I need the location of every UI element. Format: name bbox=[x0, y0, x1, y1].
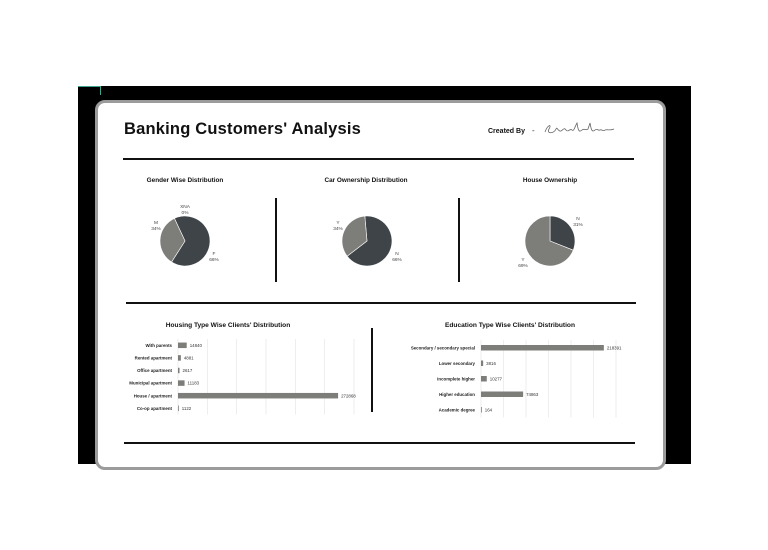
page-title: Banking Customers' Analysis bbox=[124, 120, 362, 138]
bar bbox=[481, 376, 487, 382]
pie-slice-n bbox=[549, 215, 576, 251]
pie-slice-f bbox=[171, 215, 211, 267]
created-by-separator: - bbox=[532, 126, 535, 135]
bar bbox=[481, 345, 604, 351]
category-label: Co-op apartment bbox=[137, 406, 173, 411]
pie-label-y: Y bbox=[521, 257, 525, 263]
pie-slice-y bbox=[341, 215, 368, 257]
section-divider bbox=[126, 302, 636, 304]
bar-value-label: 11183 bbox=[188, 381, 200, 386]
house-chart-title: House Ownership bbox=[522, 177, 578, 184]
pie-label-n: N bbox=[576, 216, 580, 222]
signature-image bbox=[544, 121, 615, 134]
pie-label-m: M bbox=[154, 220, 158, 226]
bar bbox=[481, 407, 482, 413]
bar-value-label: 14840 bbox=[190, 343, 203, 348]
category-label: Academic degree bbox=[439, 407, 476, 412]
gender-chart-title: Gender Wise Distribution bbox=[146, 177, 224, 184]
category-label: With parents bbox=[145, 343, 172, 348]
bar bbox=[178, 367, 180, 374]
housing-chart-title: Housing Type Wise Clients' Distribution bbox=[165, 322, 291, 329]
pie-pct-label-n: 66% bbox=[392, 257, 402, 263]
bar-value-label: 2617 bbox=[183, 368, 193, 373]
pie-separator-2 bbox=[458, 198, 460, 282]
category-label: Office apartment bbox=[137, 368, 172, 373]
pie-pct-label-m: 34% bbox=[151, 226, 161, 232]
category-label: Rented apartment bbox=[135, 356, 173, 361]
pie-label-xna: XNA bbox=[180, 204, 191, 210]
bar-separator bbox=[371, 328, 373, 412]
pie-separator-1 bbox=[275, 198, 277, 282]
bar-value-label: 218391 bbox=[607, 345, 622, 350]
category-label: House / apartment bbox=[134, 393, 173, 398]
bar bbox=[178, 380, 185, 386]
category-label: Municipal apartment bbox=[129, 381, 172, 386]
bar-value-label: 74863 bbox=[526, 392, 539, 397]
bar bbox=[178, 392, 339, 399]
car-chart-title: Car Ownership Distribution bbox=[324, 177, 408, 184]
frame-selection-corner bbox=[78, 86, 101, 95]
bar-value-label: 272868 bbox=[341, 393, 356, 398]
category-label: Incomplete higher bbox=[437, 376, 475, 381]
pie-pct-label-y: 69% bbox=[518, 263, 528, 269]
header-divider bbox=[123, 158, 634, 160]
pie-pct-label-f: 66% bbox=[209, 257, 219, 263]
bar-value-label: 3816 bbox=[486, 361, 496, 366]
category-label: Higher education bbox=[439, 392, 475, 397]
bar-value-label: 1122 bbox=[182, 406, 192, 411]
pie-label-y: Y bbox=[336, 220, 340, 226]
bar bbox=[178, 405, 179, 412]
bar bbox=[178, 355, 181, 361]
education-chart-title: Education Type Wise Clients' Distributio… bbox=[445, 322, 575, 329]
pie-pct-label-n: 31% bbox=[573, 222, 583, 228]
created-by-label: Created By bbox=[488, 128, 525, 135]
pie-label-f: F bbox=[213, 251, 216, 257]
pie-slice-y bbox=[524, 215, 574, 267]
category-label: Lower secondary bbox=[439, 361, 476, 366]
pie-pct-label-xna: 0% bbox=[182, 210, 190, 216]
category-label: Secondary / secondary special bbox=[411, 345, 475, 350]
footer-divider bbox=[124, 442, 635, 444]
bar-value-label: 164 bbox=[485, 407, 493, 412]
bar-value-label: 10277 bbox=[490, 376, 503, 381]
bar bbox=[481, 360, 484, 366]
pie-slice-m bbox=[159, 217, 186, 263]
bar bbox=[178, 342, 187, 349]
bar bbox=[481, 391, 524, 397]
pie-slice-n bbox=[346, 215, 393, 267]
pie-label-n: N bbox=[395, 251, 399, 257]
pie-pct-label-y: 34% bbox=[333, 226, 343, 232]
bar-value-label: 4881 bbox=[184, 356, 194, 361]
